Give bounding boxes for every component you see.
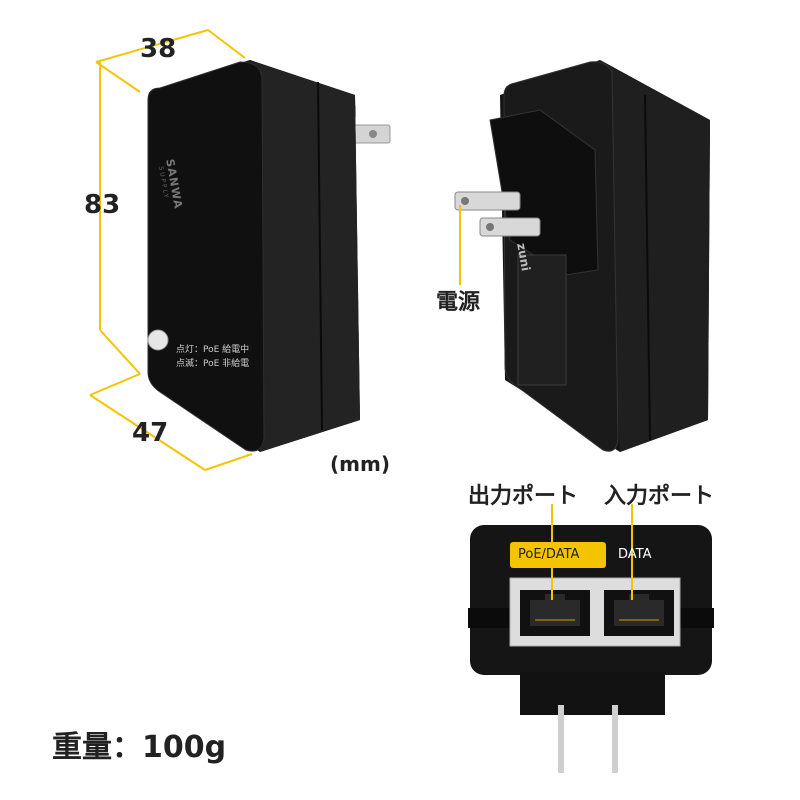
width-dimension: 38 (140, 34, 177, 64)
led-legend-blink: 点滅：PoE 非給電 (176, 359, 250, 369)
poe-data-tag: PoE/DATA (518, 547, 580, 562)
port-leader-lines (551, 504, 633, 600)
weight-value: 100g (142, 730, 227, 765)
data-tag: DATA (618, 547, 652, 562)
power-label: 電源 (436, 290, 481, 315)
input-port-label: 入力ポート (604, 484, 715, 509)
port-device (468, 525, 714, 773)
led-legend-on: 点灯：PoE 給電中 (176, 345, 250, 355)
unit-label: (mm) (330, 452, 390, 476)
front-device (147, 60, 360, 452)
weight-label: 重量： (52, 730, 142, 765)
output-port-label: 出力ポート (468, 484, 579, 509)
back-device (454, 60, 710, 452)
height-dimension: 83 (84, 190, 121, 220)
weight-line: 重量：100g (52, 722, 226, 766)
depth-dimension: 47 (132, 418, 169, 448)
dimension-lines (89, 29, 253, 471)
